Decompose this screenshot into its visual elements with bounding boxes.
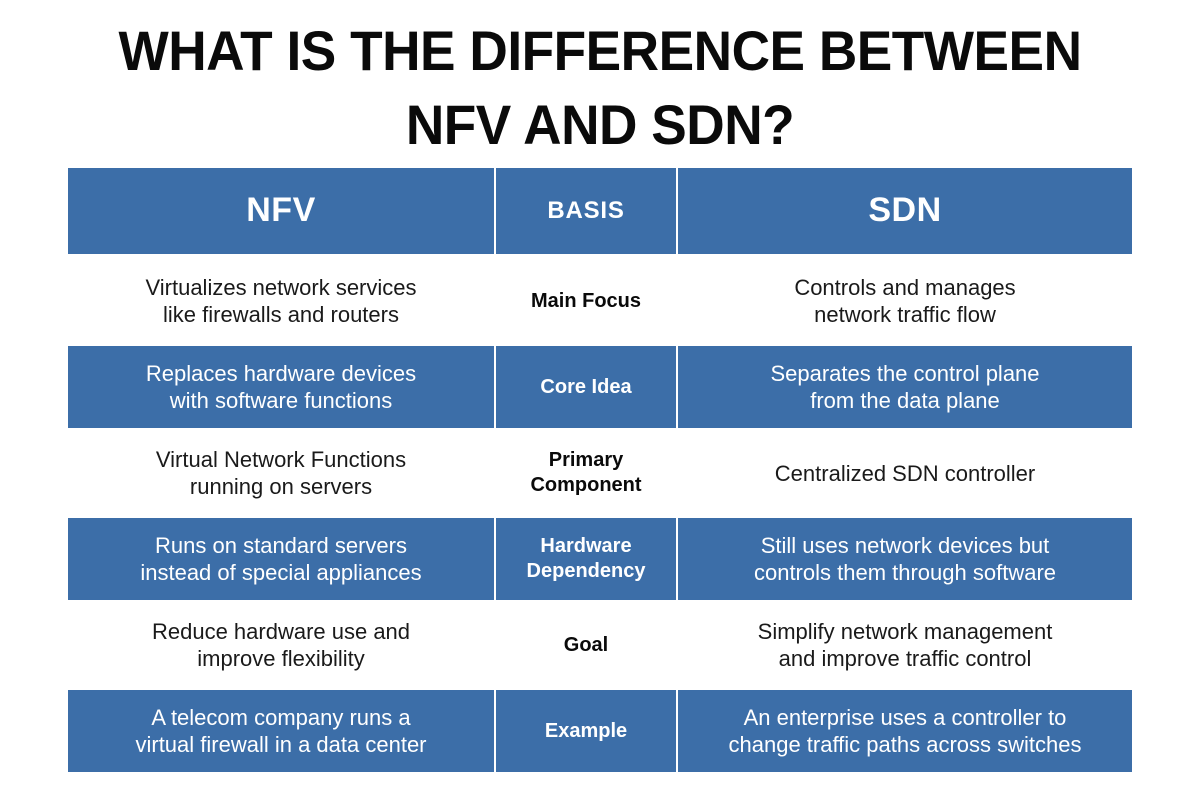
page-title: WHAT IS THE DIFFERENCE BETWEEN NFV AND S… [0, 14, 1200, 162]
cell-basis-text: Goal [563, 633, 609, 656]
cell-basis-text: Hardware Dependency [526, 535, 646, 582]
cell-basis-text: Core Idea [540, 375, 632, 398]
page-title-line-2: NFV AND SDN? [405, 93, 795, 156]
cell-sdn-text: Separates the control plane from the dat… [770, 361, 1040, 413]
comparison-table: NFV BASIS SDN Virtualizes network servic… [68, 168, 1132, 782]
cell-basis-text: Main Focus [530, 289, 641, 312]
cell-sdn: Controls and manages network traffic flo… [678, 260, 1132, 342]
cell-nfv-text: Reduce hardware use and improve flexibil… [151, 619, 411, 671]
cell-nfv-text: Runs on standard servers instead of spec… [140, 533, 422, 585]
cell-sdn: Separates the control plane from the dat… [678, 346, 1132, 428]
table-row: Virtualizes network services like firewa… [68, 260, 1132, 342]
cell-nfv: A telecom company runs a virtual firewal… [68, 690, 494, 772]
cell-basis: Example [496, 690, 676, 772]
header-label-basis: BASIS [547, 196, 625, 224]
cell-basis: Main Focus [496, 260, 676, 342]
cell-basis: Primary Component [496, 432, 676, 514]
cell-sdn: Still uses network devices but controls … [678, 518, 1132, 600]
cell-nfv: Runs on standard servers instead of spec… [68, 518, 494, 600]
cell-nfv: Virtual Network Functions running on ser… [68, 432, 494, 514]
cell-sdn: An enterprise uses a controller to chang… [678, 690, 1132, 772]
page-title-line-1: WHAT IS THE DIFFERENCE BETWEEN [118, 19, 1082, 82]
cell-basis-text: Primary Component [530, 449, 642, 496]
header-cell-basis: BASIS [496, 168, 676, 254]
cell-sdn: Simplify network management and improve … [678, 604, 1132, 686]
table-row: Reduce hardware use and improve flexibil… [68, 604, 1132, 686]
header-cell-nfv: NFV [68, 168, 494, 254]
cell-nfv-text: Virtual Network Functions running on ser… [155, 447, 407, 499]
cell-basis: Goal [496, 604, 676, 686]
cell-nfv-text: Replaces hardware devices with software … [145, 361, 417, 413]
cell-sdn-text: Controls and manages network traffic flo… [794, 275, 1016, 327]
table-row: Runs on standard servers instead of spec… [68, 518, 1132, 600]
cell-sdn-text: Still uses network devices but controls … [753, 533, 1057, 585]
cell-nfv: Virtualizes network services like firewa… [68, 260, 494, 342]
table-row: A telecom company runs a virtual firewal… [68, 690, 1132, 772]
cell-nfv-text: Virtualizes network services like firewa… [145, 275, 417, 327]
table-row: Replaces hardware devices with software … [68, 346, 1132, 428]
cell-basis: Core Idea [496, 346, 676, 428]
cell-sdn: Centralized SDN controller [678, 432, 1132, 514]
header-label-nfv: NFV [246, 191, 316, 230]
header-label-sdn: SDN [868, 191, 942, 230]
cell-sdn-text: An enterprise uses a controller to chang… [728, 705, 1082, 757]
table-row: Virtual Network Functions running on ser… [68, 432, 1132, 514]
table-header-row: NFV BASIS SDN [68, 168, 1132, 254]
cell-basis: Hardware Dependency [496, 518, 676, 600]
cell-sdn-text: Simplify network management and improve … [757, 619, 1053, 671]
cell-nfv-text: A telecom company runs a virtual firewal… [135, 705, 427, 757]
cell-nfv: Replaces hardware devices with software … [68, 346, 494, 428]
header-cell-sdn: SDN [678, 168, 1132, 254]
cell-sdn-text: Centralized SDN controller [774, 460, 1036, 486]
cell-nfv: Reduce hardware use and improve flexibil… [68, 604, 494, 686]
cell-basis-text: Example [544, 719, 628, 742]
